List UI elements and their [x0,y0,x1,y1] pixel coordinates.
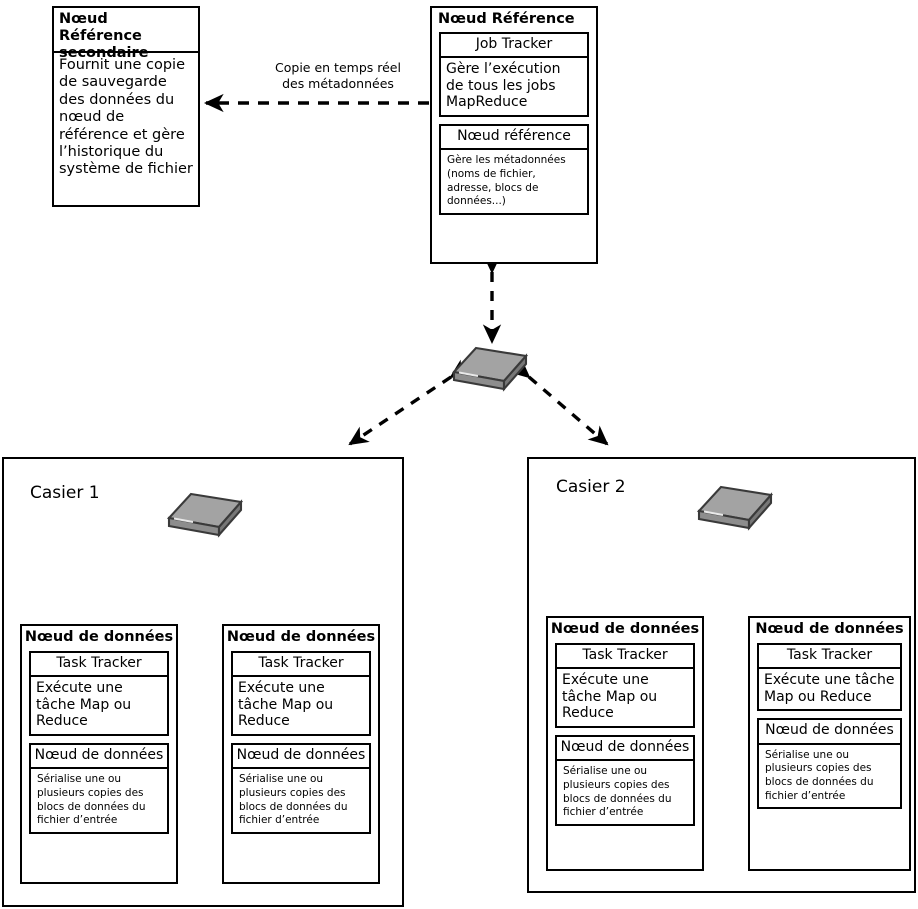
rack1-data-node-2-datanode-description: Sérialise une ou plusieurs copies des bl… [239,773,348,827]
core-network-switch-icon [452,346,528,392]
secondary-reference-node-description: Fournit une copie de sauvegarde des donn… [59,57,193,178]
rack2-data-node-1: Nœud de données Task Tracker Exécute une… [546,616,704,871]
rack2-data-node-2-task-tracker-description: Exécute une tâche Map ou Reduce [764,672,895,705]
name-node-header: Nœud référence [441,126,587,151]
name-node-group: Nœud référence Gère les métadonnées (nom… [439,123,589,215]
rack1-data-node-1-task-tracker-description: Exécute une tâche Map ou Reduce [36,680,132,730]
rack2-data-node-2-title: Nœud de données [755,621,904,637]
reference-node-title: Nœud Référence [438,11,575,27]
name-node-description: Gère les métadonnées (noms de fichier, a… [447,154,566,208]
rack1-data-node-1: Nœud de données Task Tracker Exécute une… [20,624,178,884]
rack-casier-2-label: Casier 2 [556,477,626,497]
job-tracker-description: Gère l’exécution de tous les jobs MapRed… [446,61,561,111]
rack2-data-node-2-task-tracker-group: Task Tracker Exécute une tâche Map ou Re… [757,642,902,712]
secondary-reference-node-title: Nœud Référence secondaire [54,8,198,61]
rack2-data-node-2-datanode-description: Sérialise une ou plusieurs copies des bl… [765,748,874,802]
rack2-data-node-1-task-tracker-description: Exécute une tâche Map ou Reduce [562,672,658,722]
rack2-data-node-1-datanode-header: Nœud de données [557,737,693,762]
rack1-data-node-1-datanode-group: Nœud de données Sérialise une ou plusieu… [29,742,169,834]
rack1-data-node-2-task-tracker-description: Exécute une tâche Map ou Reduce [238,680,334,730]
rack1-data-node-2-title: Nœud de données [226,629,376,645]
job-tracker-header: Job Tracker [441,34,587,59]
rack1-data-node-1-title: Nœud de données [24,629,174,645]
rack1-data-node-2-datanode-header: Nœud de données [233,745,369,770]
rack2-data-node-2-datanode-group: Nœud de données Sérialise une ou plusieu… [757,718,902,810]
rack1-data-node-1-task-tracker-header: Task Tracker [31,653,167,678]
reference-node-box: Nœud Référence Job Tracker Gère l’exécut… [430,6,598,264]
rack1-data-node-1-datanode-header: Nœud de données [31,745,167,770]
rack2-data-node-1-task-tracker-header: Task Tracker [557,645,693,670]
rack2-data-node-1-datanode-description: Sérialise une ou plusieurs copies des bl… [563,765,672,819]
rack2-data-node-2-task-tracker-header: Task Tracker [759,645,900,670]
rack1-data-node-2: Nœud de données Task Tracker Exécute une… [222,624,380,884]
rack2-network-switch-icon [697,485,773,531]
rack2-data-node-1-datanode-group: Nœud de données Sérialise une ou plusieu… [555,734,695,826]
rack2-data-node-2: Nœud de données Task Tracker Exécute une… [748,616,911,871]
rack1-data-node-1-datanode-description: Sérialise une ou plusieurs copies des bl… [37,773,146,827]
arrow-core-switch-to-rack2 [509,358,609,446]
rack1-data-node-2-task-tracker-group: Task Tracker Exécute une tâche Map ou Re… [231,650,371,736]
rack2-data-node-1-task-tracker-group: Task Tracker Exécute une tâche Map ou Re… [555,642,695,728]
rack2-data-node-2-datanode-header: Nœud de données [759,720,900,745]
rack-casier-1-label: Casier 1 [30,483,100,503]
rack2-data-node-1-title: Nœud de données [550,621,700,637]
replication-arrow-label: Copie en temps réel des métadonnées [275,60,401,91]
job-tracker-group: Job Tracker Gère l’exécution de tous les… [439,31,589,117]
rack1-data-node-2-datanode-group: Nœud de données Sérialise une ou plusieu… [231,742,371,834]
rack1-data-node-1-task-tracker-group: Task Tracker Exécute une tâche Map ou Re… [29,650,169,736]
rack1-network-switch-icon [167,492,243,538]
rack1-data-node-2-task-tracker-header: Task Tracker [233,653,369,678]
arrow-core-switch-to-rack1 [348,359,471,446]
secondary-reference-node-box: Nœud Référence secondaire Fournit une co… [52,6,200,207]
